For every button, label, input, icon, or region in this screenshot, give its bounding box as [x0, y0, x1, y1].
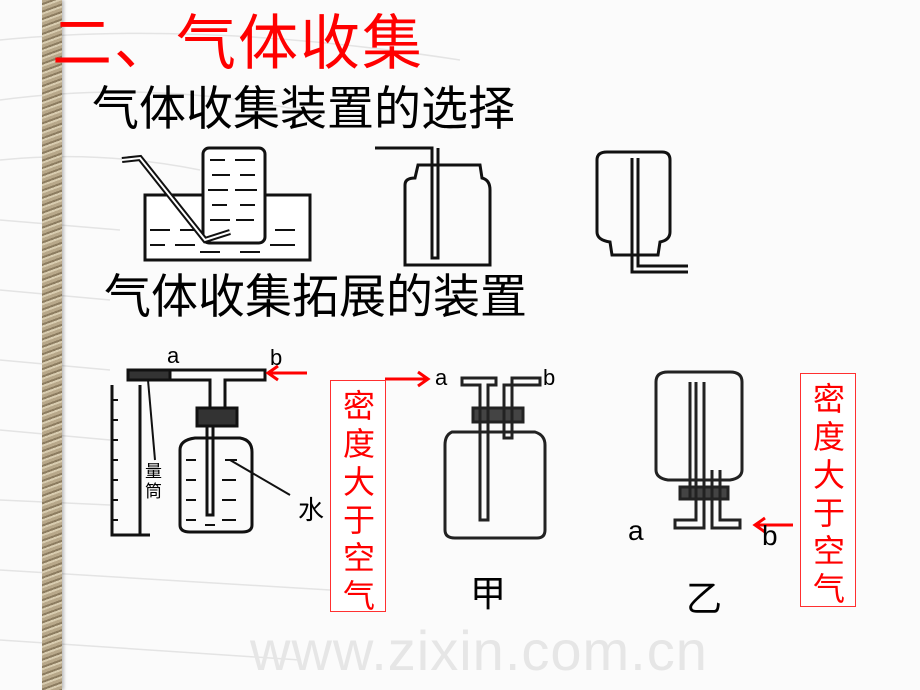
label-b-jia: b	[543, 365, 556, 390]
page-title: 二、气体收集	[52, 9, 424, 79]
caption-jia: 甲	[470, 574, 507, 615]
density-note-left: 密度大于空气	[330, 380, 386, 615]
arrows	[265, 364, 793, 534]
label-a-left: a	[167, 343, 180, 368]
bottle-jia-diagram	[443, 376, 547, 540]
upward-displacement-diagram	[375, 146, 492, 267]
arrow-into-b-icon	[265, 364, 307, 382]
arrow-into-b-yi-icon	[752, 516, 793, 534]
bottle-yi-diagram	[654, 370, 744, 530]
section-heading-selection: 气体收集装置的选择	[92, 82, 515, 137]
label-a-jia: a	[435, 365, 448, 390]
downward-displacement-diagram	[595, 150, 688, 274]
label-cylinder: 量筒	[145, 462, 162, 502]
section-heading-extended: 气体收集拓展的装置	[104, 270, 527, 325]
density-note-right: 密度大于空气	[800, 373, 856, 608]
caption-yi: 乙	[686, 579, 723, 620]
water-displacement-diagram	[121, 146, 312, 262]
notebook-binding	[42, 0, 62, 690]
label-b-left: b	[270, 345, 283, 370]
label-a-yi: a	[628, 515, 644, 546]
arrow-into-a-icon	[385, 370, 431, 388]
watermark: www.zixin.com.cn	[250, 619, 708, 682]
gas-measurement-diagram	[110, 368, 291, 537]
label-water: 水	[298, 496, 325, 526]
label-b-yi: b	[762, 520, 778, 551]
